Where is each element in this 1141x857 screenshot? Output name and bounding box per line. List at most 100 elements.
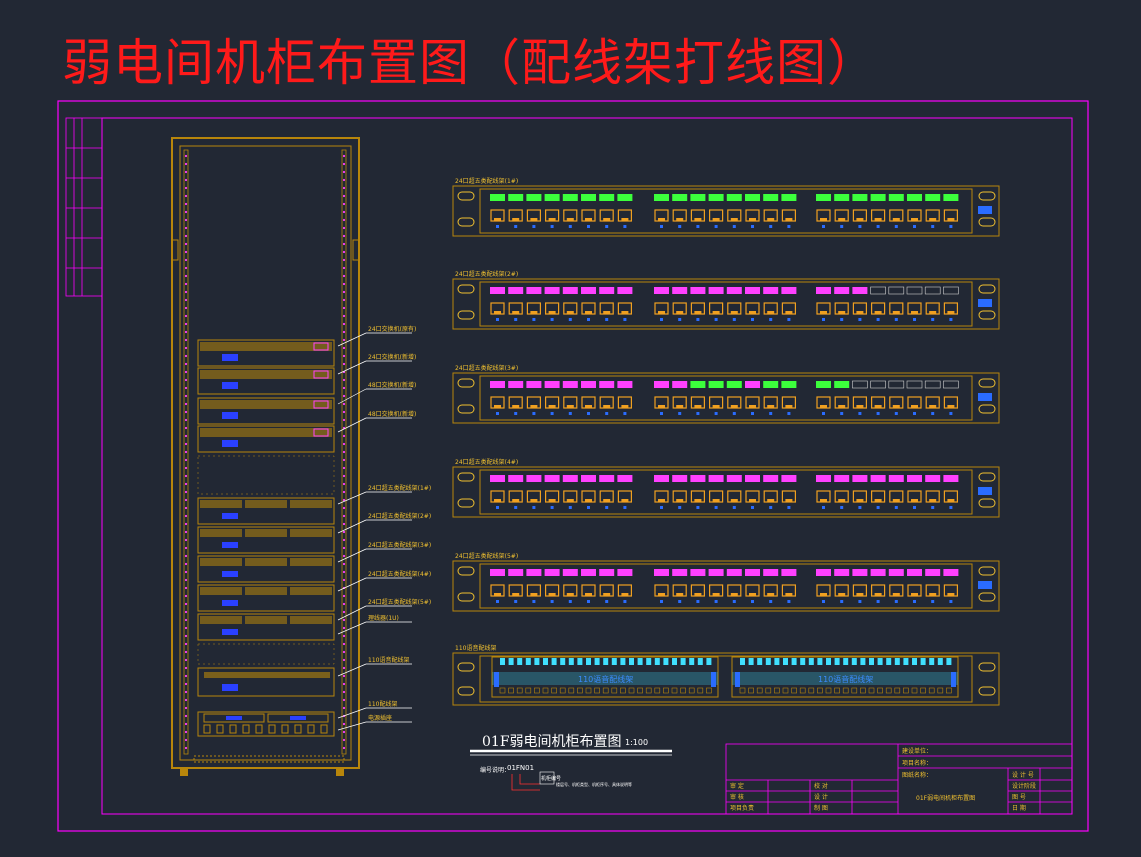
port-label: [654, 194, 669, 201]
port-number: [587, 600, 590, 603]
port-label: [544, 194, 560, 201]
rj45-latch: [566, 405, 574, 408]
rj45-latch: [929, 593, 937, 596]
port-label: [763, 381, 779, 388]
rail-hole: [342, 682, 346, 686]
port-number: [949, 225, 953, 228]
tb-right-row: 图 号: [1012, 794, 1026, 801]
unit-badge: [222, 684, 238, 691]
switch-port-row: [200, 370, 332, 379]
port-label: [745, 475, 760, 482]
empty-space: [197, 455, 335, 495]
rail-hole: [342, 466, 346, 470]
voice-pair: [560, 658, 566, 665]
port-label: [508, 475, 524, 482]
port-number: [550, 225, 554, 228]
rj45-latch: [621, 593, 629, 596]
voice-pair: [886, 658, 892, 665]
port-number: [623, 225, 627, 228]
port-number: [678, 225, 682, 228]
rail-hole: [184, 338, 188, 342]
port-label: [526, 287, 542, 294]
rj45-latch: [838, 593, 846, 596]
port-number: [894, 600, 898, 603]
rj45-latch: [621, 405, 629, 408]
port-label: [672, 194, 688, 201]
port-label: [925, 569, 941, 576]
port-number: [550, 318, 554, 321]
port-number: [751, 412, 754, 415]
port-label: [544, 381, 560, 388]
caption-text: 01F弱电间机柜布置图: [482, 734, 622, 750]
voice-pair: [946, 658, 952, 665]
rj45-latch: [658, 593, 665, 596]
port-label: [943, 569, 959, 576]
port-label: [834, 194, 850, 201]
port-number: [605, 600, 609, 603]
rail-hole: [184, 498, 188, 502]
port-number: [532, 412, 536, 415]
rail-hole: [342, 666, 346, 670]
rail-hole: [342, 210, 346, 214]
port-label: [508, 194, 524, 201]
port-number: [751, 600, 754, 603]
port-label: [562, 475, 578, 482]
rj45-latch: [512, 405, 520, 408]
rj45-latch: [494, 218, 501, 221]
rail-hole: [342, 610, 346, 614]
rj45-latch: [767, 593, 775, 596]
rail-hole: [184, 442, 188, 446]
cabinet-label: 24口超五类配线架(5#): [368, 598, 431, 606]
power-outlet: [203, 724, 211, 734]
port-label: [745, 287, 760, 294]
mount-hole: [978, 566, 996, 576]
rail-hole: [342, 178, 346, 182]
port-label: [888, 569, 904, 576]
port-label: [708, 475, 724, 482]
rail-hole: [342, 346, 346, 350]
port-number: [696, 318, 700, 321]
port-label: [726, 475, 742, 482]
port-number: [822, 600, 825, 603]
port-label-empty: [852, 380, 868, 389]
rj45-latch: [530, 405, 538, 408]
voice-pair: [869, 658, 874, 665]
voice-terminal: [877, 687, 883, 694]
port-number: [858, 600, 862, 603]
rail-hole: [184, 162, 188, 166]
rail-hole: [184, 330, 188, 334]
port-label: [690, 381, 706, 388]
rj45-latch: [712, 593, 720, 596]
rail-hole: [184, 554, 188, 558]
port-label: [654, 287, 669, 294]
port-label: [888, 194, 904, 201]
rj45-latch: [530, 218, 538, 221]
rj45-latch: [530, 593, 538, 596]
voice-terminal: [739, 687, 746, 694]
voice-terminal: [946, 687, 952, 694]
rail-hole: [342, 250, 346, 254]
port-label: [943, 194, 959, 201]
voice-pair: [586, 658, 591, 665]
port-number: [949, 412, 953, 415]
rj45-latch: [694, 499, 702, 502]
rail-hole: [184, 706, 188, 710]
port-label: [834, 287, 850, 294]
port-label: [526, 475, 542, 482]
panel-frame: [452, 278, 1000, 330]
rail-hole: [342, 498, 346, 502]
port-label: [745, 381, 760, 388]
voice-terminal: [542, 687, 549, 694]
rj45-latch: [621, 218, 629, 221]
tb-left-row: 审 核: [730, 793, 744, 801]
port-label: [490, 569, 505, 576]
voice-pair: [877, 658, 883, 665]
voice-pair: [577, 658, 583, 665]
rail-hole: [342, 658, 346, 662]
rj45-latch: [947, 311, 955, 314]
legend-detail: 楼层号、机柜类型、机柜序号、具体说明等: [556, 781, 632, 787]
port-number: [514, 600, 518, 603]
rj45-latch: [838, 311, 846, 314]
port-number: [858, 412, 862, 415]
